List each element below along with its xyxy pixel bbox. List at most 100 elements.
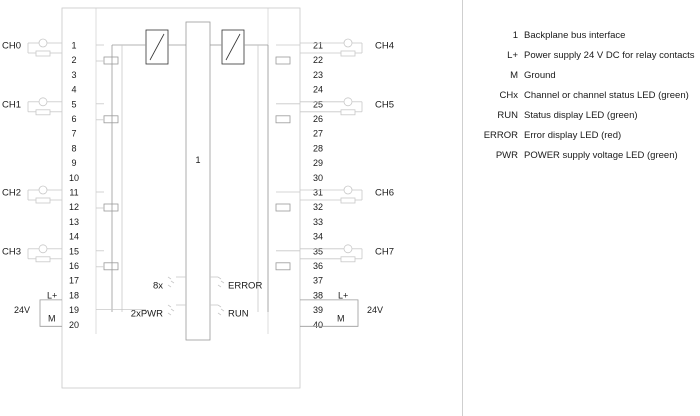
channel-label: CH4 [375,41,394,52]
legend-description: Channel or channel status LED (green) [524,90,689,101]
right-terminal-number: 30 [313,173,323,183]
left-terminal-number: 19 [69,305,79,315]
left-terminal-number: 2 [71,55,76,65]
legend-row: RUN Status display LED (green) [470,106,700,126]
channel-contact-icon [343,97,353,107]
left-isolation-slash [149,33,165,61]
channel-contact-icon [343,38,353,48]
error-led-label: ERROR [228,281,262,292]
legend-description: Error display LED (red) [524,130,622,141]
channel-contact-icon [38,38,48,48]
channel-label: CH2 [2,188,21,199]
channel-fuse-icon [35,256,51,263]
right-terminal-number: 31 [313,188,323,198]
left-terminal-number: 5 [71,99,76,109]
error-led-icon [217,276,225,288]
left-supply-plus-label: L+ [47,290,57,300]
right-terminal-number: 25 [313,99,323,109]
left-terminal-number: 18 [69,290,79,300]
left-terminal-number: 4 [71,85,76,95]
right-terminal-number: 21 [313,41,323,51]
right-terminal-number: 28 [313,143,323,153]
channel-relay-coil [275,203,291,212]
wiring-svg: 1123456789101112131415161718192021222324… [2,7,394,389]
left-terminal-number: 17 [69,276,79,286]
channel-relay-coil [275,115,291,124]
power-led-label: 2xPWR [131,309,163,320]
channel-label: CH5 [375,99,394,110]
left-terminal-number: 6 [71,114,76,124]
channel-label: CH6 [375,188,394,199]
legend-row: L+Power supply 24 V DC for relay contact… [470,46,700,66]
right-supply-ground-label: M [337,313,345,323]
channel-fuse-icon [35,197,51,204]
right-terminal-number: 40 [313,320,323,330]
left-terminal-number: 3 [71,70,76,80]
legend-description: Ground [524,70,556,81]
legend-description: Power supply 24 V DC for relay contacts [524,50,695,61]
channel-fuse-icon [340,197,356,204]
panel-divider [462,0,463,416]
left-isolation-box [145,29,169,65]
right-terminal-number: 26 [313,114,323,124]
legend-abbreviation: CHx [499,90,518,101]
module-outline [61,7,301,389]
legend-description: Status display LED (green) [524,110,638,121]
left-terminal-number: 8 [71,143,76,153]
channel-contact-icon [343,185,353,195]
left-terminal-number: 11 [69,188,78,198]
channel-label: CH7 [375,246,394,257]
run-led-label: RUN [228,309,249,320]
right-supply-wire [300,299,359,327]
channel-contact-icon [343,244,353,254]
right-terminal-number: 38 [313,290,323,300]
right-isolation-box [221,29,245,65]
channel-led-icon [167,276,175,288]
right-isolation-slash [225,33,241,61]
channel-fuse-icon [340,109,356,116]
left-terminal-number: 15 [69,246,79,256]
left-terminal-number: 9 [71,158,76,168]
backplane-bus [185,21,211,341]
legend-row: M Ground [470,66,700,86]
channel-relay-coil [275,56,291,65]
channel-label: CH0 [2,41,21,52]
left-terminal-number: 16 [69,261,79,271]
right-terminal-number: 32 [313,202,323,212]
left-terminal-number: 14 [69,232,79,242]
legend-abbreviation: M [510,70,518,81]
channel-leds-label: 8x [153,281,163,292]
right-terminal-number: 35 [313,246,323,256]
legend-row: 1 Backplane bus interface [470,26,700,46]
legend-abbreviation: RUN [497,110,518,121]
channel-contact-icon [38,244,48,254]
run-led-icon [217,304,225,316]
left-supply-ground-label: M [48,313,56,323]
channel-relay-coil [103,56,119,65]
legend-description: Backplane bus interface [524,30,626,41]
left-terminal-number: 7 [71,129,76,139]
right-terminal-number: 36 [313,261,323,271]
legend-abbreviation: 1 [512,30,518,41]
left-terminal-number: 12 [69,202,79,212]
channel-contact-icon [38,97,48,107]
right-terminal-number: 37 [313,276,323,286]
right-terminal-number: 34 [313,232,323,242]
legend-description: POWER supply voltage LED (green) [524,150,678,161]
channel-fuse-icon [35,50,51,57]
legend-row: PWR POWER supply voltage LED (green) [470,146,700,166]
legend-row: CHx Channel or channel status LED (green) [470,86,700,106]
left-terminal-number: 20 [69,320,79,330]
channel-label: CH1 [2,99,21,110]
legend-abbreviation: PWR [495,150,518,161]
right-terminal-number: 33 [313,217,323,227]
right-terminal-number: 27 [313,129,323,139]
right-supply-plus-label: L+ [338,290,348,300]
channel-label: CH3 [2,246,21,257]
left-supply-wire [39,299,62,327]
left-terminal-number: 13 [69,217,79,227]
channel-relay-coil [103,262,119,271]
right-terminal-number: 29 [313,158,323,168]
